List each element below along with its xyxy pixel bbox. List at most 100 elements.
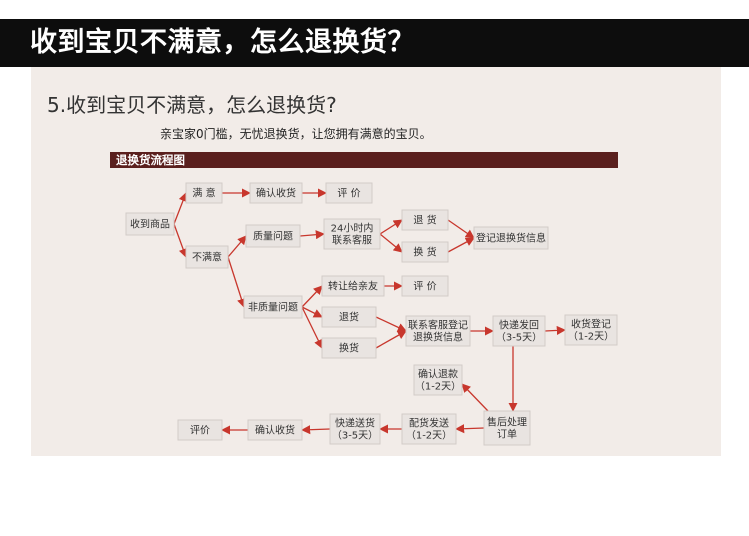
node-box-service24 xyxy=(323,218,381,250)
node-box-exchange1 xyxy=(401,241,449,263)
node-box-confirm1 xyxy=(249,182,303,204)
node-label-refund-0: 确认退款 xyxy=(418,368,458,381)
arrow-quality-to-service24 xyxy=(299,230,325,240)
node-label-exchange1-0: 换 货 xyxy=(413,246,436,259)
node-return2: 退货 xyxy=(321,306,377,328)
node-review1: 评 价 xyxy=(325,182,373,204)
node-box-exchange2 xyxy=(321,337,377,359)
node-box-receive xyxy=(125,212,175,236)
node-box-review1 xyxy=(325,182,373,204)
node-label-review2-0: 评 价 xyxy=(413,281,436,293)
node-label-confirm2-0: 确认收货 xyxy=(255,424,295,437)
node-label-confirm1-0: 确认收货 xyxy=(256,187,296,200)
arrow-ship_back-to-recv_reg xyxy=(544,325,566,335)
arrow-nonquality-to-transfer xyxy=(301,285,323,308)
node-box-review2 xyxy=(401,275,449,297)
arrow-service24-to-exchange1 xyxy=(379,233,403,253)
node-review2: 评 价 xyxy=(401,275,449,297)
node-label-aftersale-0: 售后处理 xyxy=(487,416,527,429)
node-ship_back: 快递发回（3-5天） xyxy=(492,315,546,347)
node-label-dispatch-1: （1-2天） xyxy=(406,430,452,442)
node-box-contact xyxy=(405,315,471,347)
node-exchange2: 换货 xyxy=(321,337,377,359)
node-box-express xyxy=(329,413,381,445)
node-label-receive-0: 收到商品 xyxy=(130,218,170,231)
node-return1: 退 货 xyxy=(401,209,449,231)
node-label-ship_back-0: 快递发回 xyxy=(499,319,539,332)
node-exchange1: 换 货 xyxy=(401,241,449,263)
node-label-quality-0: 质量问题 xyxy=(253,230,293,243)
arrow-unsatisfied-to-quality xyxy=(227,235,247,258)
node-register: 登记退换货信息 xyxy=(473,226,549,250)
arrow-service24-to-return1 xyxy=(379,219,403,235)
arrow-exchange2-to-contact xyxy=(375,330,407,349)
node-label-nonquality-0: 非质量问题 xyxy=(248,301,298,314)
node-label-contact-1: 退换货信息 xyxy=(413,331,463,344)
node-box-satisfied xyxy=(185,182,223,204)
arrow-receive-to-satisfied xyxy=(173,192,188,225)
node-box-return2 xyxy=(321,306,377,328)
arrow-receive-to-unsatisfied xyxy=(173,223,188,258)
content-panel xyxy=(31,67,721,456)
panel-title: 5.收到宝贝不满意，怎么退换货? xyxy=(47,93,337,117)
node-label-register-0: 登记退换货信息 xyxy=(476,232,546,245)
node-receive: 收到商品 xyxy=(125,212,175,236)
node-dispatch: 配货发送（1-2天） xyxy=(401,413,457,445)
node-box-register xyxy=(473,226,549,250)
node-label-ship_back-1: （3-5天） xyxy=(496,332,542,344)
node-box-return1 xyxy=(401,209,449,231)
node-refund: 确认退款（1-2天） xyxy=(413,364,463,396)
node-box-quality xyxy=(245,224,301,248)
node-box-nonquality xyxy=(243,295,303,319)
node-box-recv_reg xyxy=(564,314,618,346)
node-box-transfer xyxy=(321,275,385,297)
node-label-return2-0: 退货 xyxy=(339,311,359,324)
node-transfer: 转让给亲友 xyxy=(321,275,385,297)
node-box-unsatisfied xyxy=(185,245,229,269)
flow-title: 退换货流程图 xyxy=(116,153,185,167)
node-nonquality: 非质量问题 xyxy=(243,295,303,319)
intro-text: 亲宝家0门槛，无忧退换货，让您拥有满意的宝贝。 xyxy=(160,127,432,141)
node-label-transfer-0: 转让给亲友 xyxy=(328,280,378,293)
node-label-review1-0: 评 价 xyxy=(337,188,360,200)
arrow-express-to-confirm2 xyxy=(301,425,331,435)
header-banner: 收到宝贝不满意，怎么退换货？ xyxy=(0,19,749,67)
node-label-service24-1: 联系客服 xyxy=(332,234,372,247)
arrow-aftersale-to-refund xyxy=(461,383,489,412)
node-label-contact-0: 联系客服登记 xyxy=(408,319,468,332)
node-quality: 质量问题 xyxy=(245,224,301,248)
flow-title-bar: 退换货流程图 xyxy=(110,152,618,168)
arrow-return2-to-contact xyxy=(375,316,407,332)
node-express: 快递送货（3-5天） xyxy=(329,413,381,445)
header-title: 收到宝贝不满意，怎么退换货？ xyxy=(30,27,415,58)
node-box-ship_back xyxy=(492,315,546,347)
arrow-unsatisfied-to-nonquality xyxy=(227,256,246,308)
node-confirm2: 确认收货 xyxy=(247,419,303,441)
arrow-exchange1-to-register xyxy=(447,237,475,253)
node-confirm1: 确认收货 xyxy=(249,182,303,204)
node-recv_reg: 收货登记（1-2天） xyxy=(564,314,618,346)
node-box-dispatch xyxy=(401,413,457,445)
node-box-aftersale xyxy=(483,410,531,446)
node-label-service24-0: 24小时内 xyxy=(331,222,374,235)
node-label-exchange2-0: 换货 xyxy=(339,342,359,355)
node-label-recv_reg-0: 收货登记 xyxy=(571,318,611,331)
arrow-nonquality-to-return2 xyxy=(301,306,323,318)
arrow-nonquality-to-exchange2 xyxy=(301,306,323,349)
node-label-recv_reg-1: （1-2天） xyxy=(568,331,614,343)
node-unsatisfied: 不满意 xyxy=(185,245,229,269)
node-box-review3 xyxy=(177,419,223,441)
node-box-confirm2 xyxy=(247,419,303,441)
node-label-express-1: （3-5天） xyxy=(332,430,378,442)
node-label-review3-0: 评价 xyxy=(190,425,210,437)
arrow-return1-to-register xyxy=(447,219,475,239)
node-box-refund xyxy=(413,364,463,396)
arrow-aftersale-to-dispatch xyxy=(455,424,485,434)
node-review3: 评价 xyxy=(177,419,223,441)
node-label-refund-1: （1-2天） xyxy=(415,381,461,393)
node-label-return1-0: 退 货 xyxy=(413,214,436,227)
